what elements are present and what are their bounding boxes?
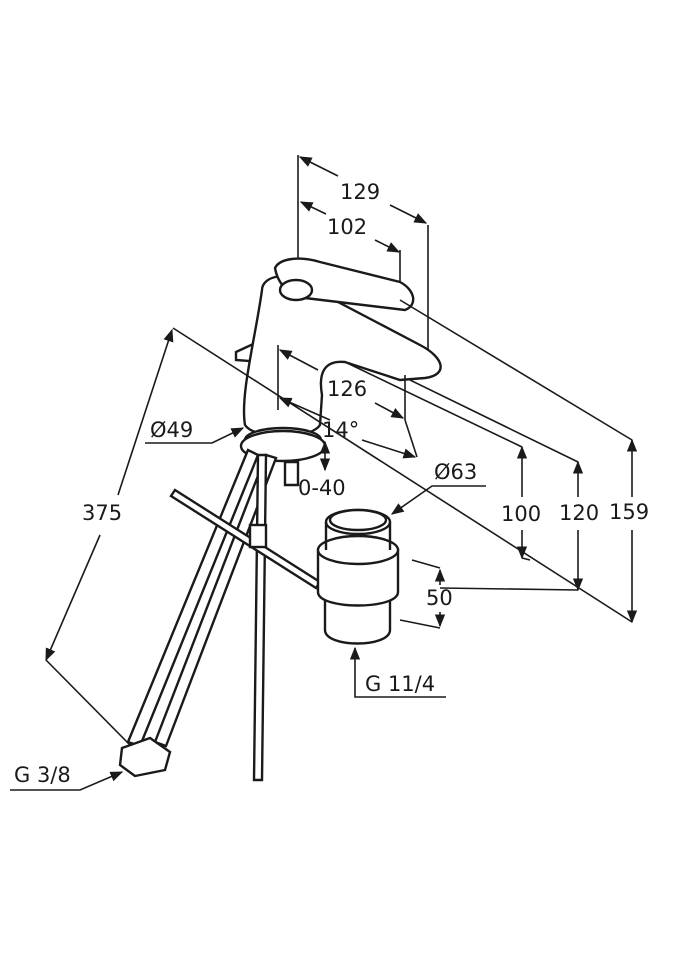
- dim-label-102: 102: [327, 215, 368, 239]
- dim-label-d49: Ø49: [150, 418, 194, 442]
- dim-label-0-40: 0-40: [298, 476, 346, 500]
- dim-126: [277, 345, 418, 459]
- faucet-body: [234, 257, 442, 487]
- thread-label-g38: G 3/8: [14, 763, 71, 787]
- dim-129: [297, 155, 429, 372]
- dim-label-120: 120: [559, 501, 600, 525]
- dim-label-129: 129: [340, 180, 381, 204]
- dim-label-d63: Ø63: [434, 460, 478, 484]
- thread-label-g114: G 11/4: [365, 672, 436, 696]
- supply-hoses: [118, 448, 322, 782]
- dim-label-50: 50: [426, 586, 453, 610]
- dim-label-159: 159: [609, 500, 650, 524]
- waste-valve: [316, 508, 441, 645]
- dim-label-126: 126: [327, 377, 368, 401]
- dim-label-14deg: 14°: [322, 418, 360, 442]
- dim-label-375: 375: [82, 501, 123, 525]
- dim-label-100: 100: [501, 502, 542, 526]
